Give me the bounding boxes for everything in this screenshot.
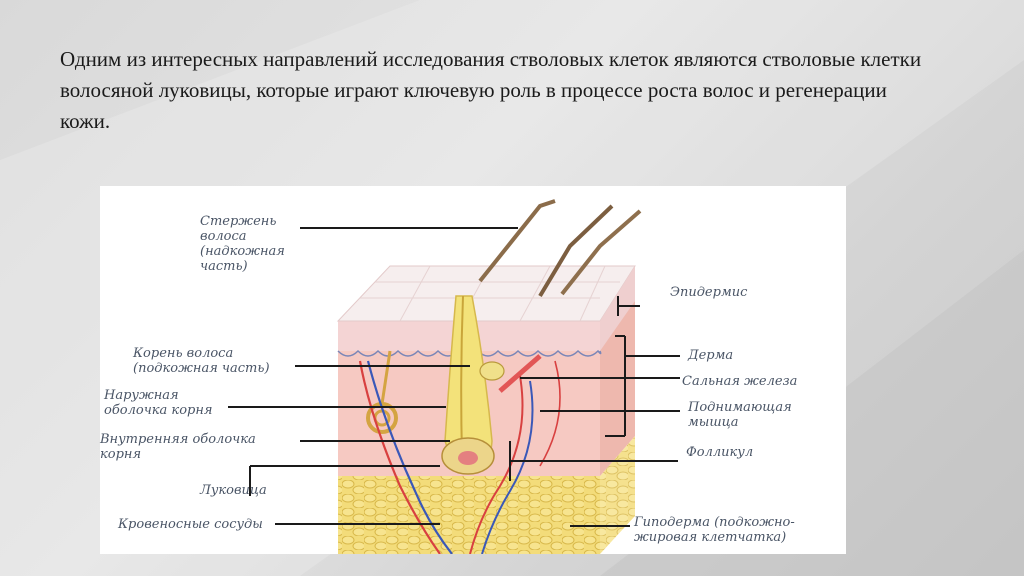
label-hair-root: Корень волоса (подкожная часть) (133, 346, 270, 376)
label-inner-sheath: Внутренняя оболочка корня (100, 432, 256, 462)
label-dermis: Дерма (688, 348, 733, 363)
label-hypodermis: Гиподерма (подкожно- жировая клетчатка) (634, 515, 795, 545)
label-arrector-muscle: Поднимающая мышца (688, 400, 792, 430)
label-outer-sheath: Наружная оболочка корня (104, 388, 213, 418)
sebaceous-gland (480, 362, 504, 380)
label-sebaceous-gland: Сальная железа (682, 374, 797, 389)
label-epidermis: Эпидермис (670, 285, 747, 300)
label-follicle: Фолликул (686, 445, 753, 460)
hypodermis-layer (338, 476, 600, 554)
label-hair-shaft: Стержень волоса (надкожная часть) (200, 214, 285, 274)
intro-paragraph: Одним из интересных направлений исследов… (60, 44, 940, 137)
label-bulb: Луковица (200, 483, 267, 498)
skin-hair-diagram: Стержень волоса (надкожная часть) Корень… (100, 186, 846, 554)
label-blood-vessels: Кровеносные сосуды (118, 517, 263, 532)
